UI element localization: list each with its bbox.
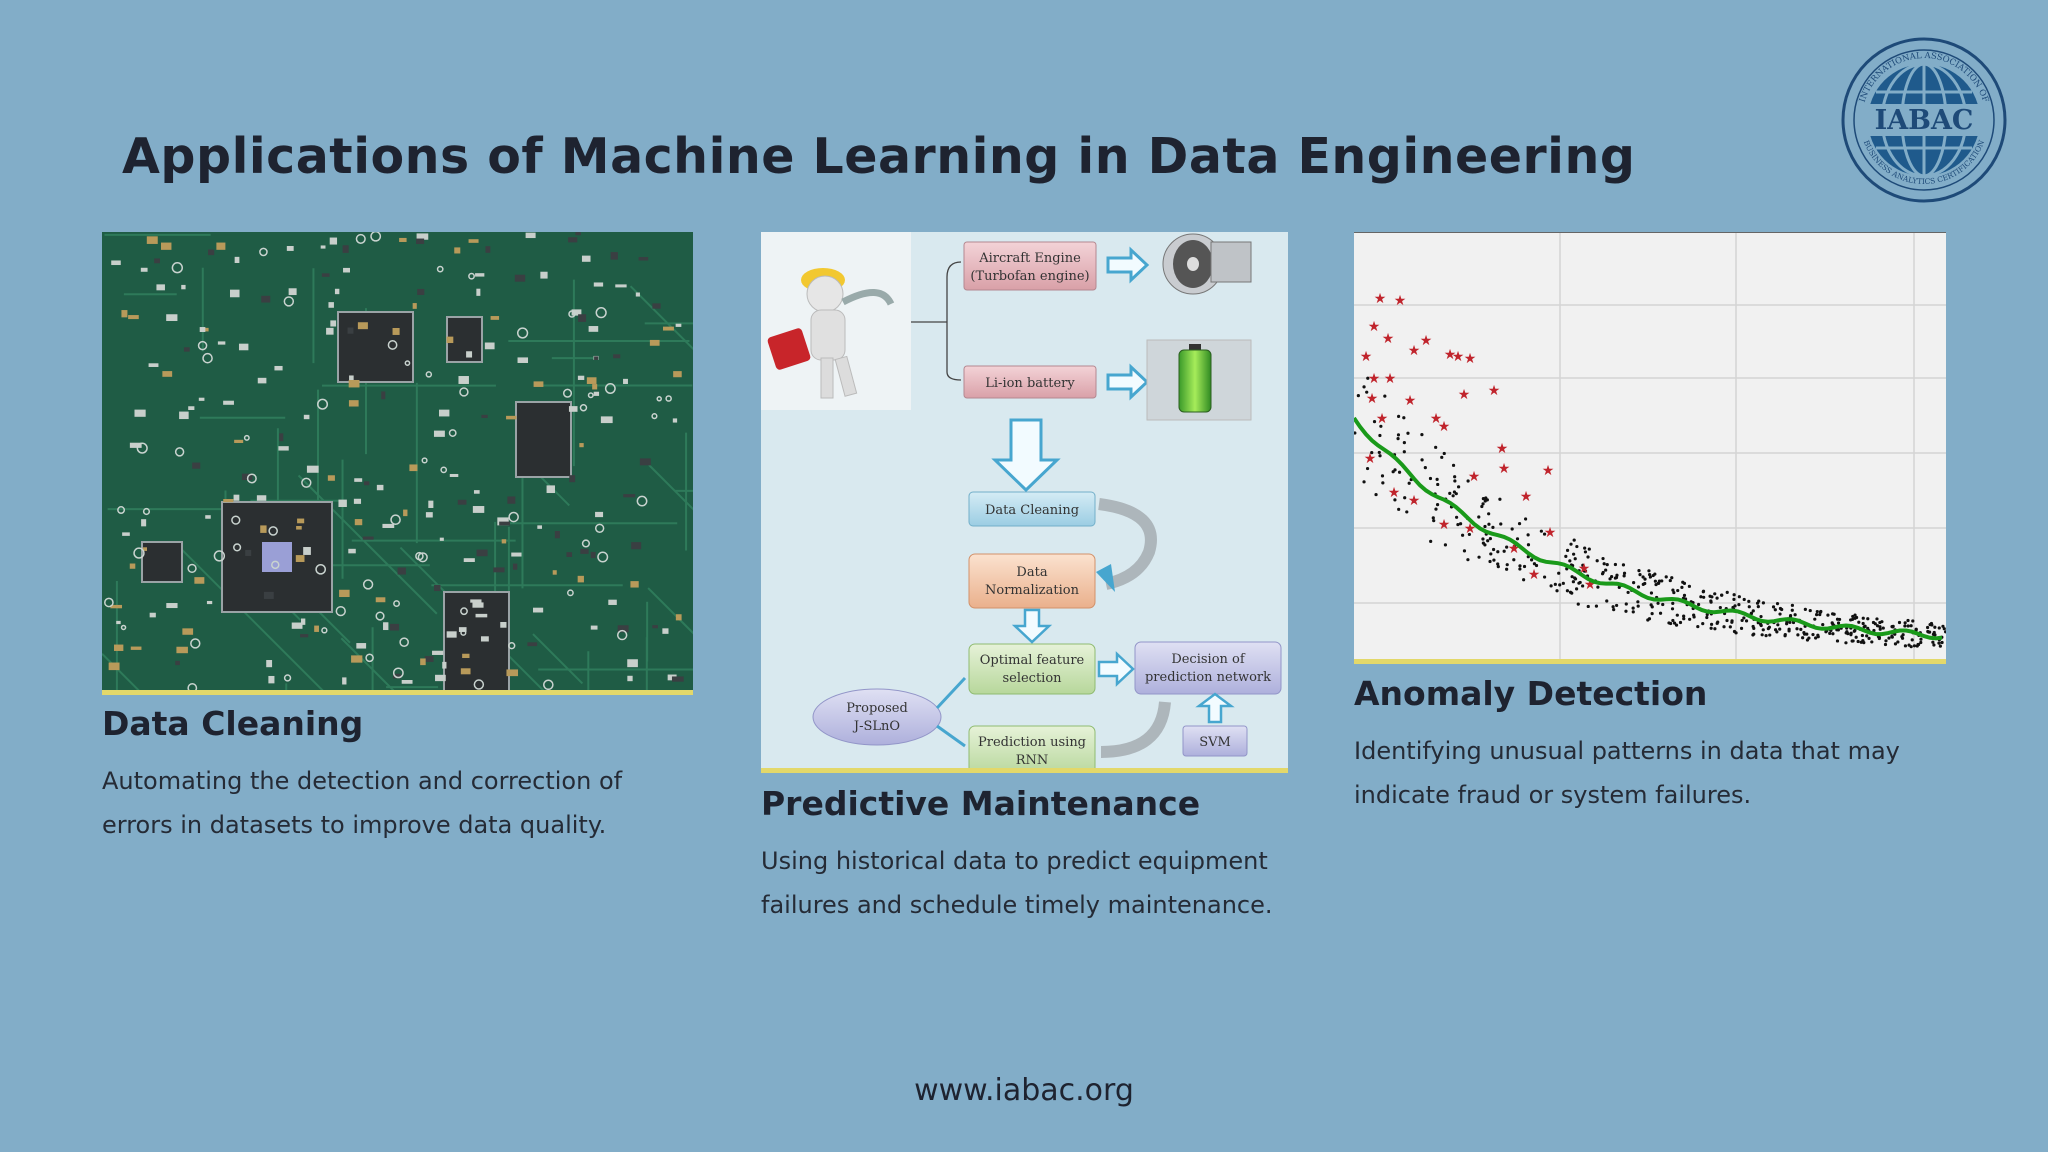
worker-figure (761, 232, 911, 410)
diagram-normalization-2: Normalization (985, 583, 1080, 598)
turbofan-engine-icon (1162, 233, 1252, 295)
card-description: Using historical data to predict equipme… (761, 847, 1273, 919)
svg-text:★: ★ (1384, 371, 1397, 387)
svg-text:★: ★ (1488, 383, 1501, 399)
svg-text:★: ★ (1496, 441, 1509, 457)
svg-text:★: ★ (1388, 485, 1401, 501)
logo-text: IABAC (1875, 105, 1974, 136)
anomaly-detection-card: Anomaly Detection Identifying unusual pa… (1354, 674, 1946, 817)
svg-text:★: ★ (1520, 489, 1533, 505)
iabac-logo: INTERNATIONAL ASSOCIATION OF BUSINESS AN… (1841, 37, 2007, 203)
card-description: Automating the detection and correction … (102, 767, 623, 839)
svg-text:★: ★ (1444, 347, 1457, 363)
maintenance-diagram-image: Aircraft Engine (Turbofan engine) Li-ion… (761, 232, 1288, 773)
svg-text:★: ★ (1394, 293, 1407, 309)
svg-text:★: ★ (1404, 393, 1417, 409)
diagram-feature-1: Optimal feature (980, 653, 1085, 668)
diagram-cleaning: Data Cleaning (985, 503, 1079, 518)
svg-text:★: ★ (1542, 463, 1555, 479)
diagram-battery: Li-ion battery (985, 376, 1075, 391)
svg-text:★: ★ (1368, 319, 1381, 335)
svg-text:★: ★ (1458, 387, 1471, 403)
svg-text:★: ★ (1360, 349, 1373, 365)
footer-url: www.iabac.org (914, 1073, 1134, 1108)
svg-text:★: ★ (1438, 419, 1451, 435)
svg-text:★: ★ (1468, 469, 1481, 485)
circuit-board-image (102, 232, 693, 695)
svg-text:★: ★ (1438, 517, 1451, 533)
svg-text:★: ★ (1364, 451, 1377, 467)
diagram-rnn-1: Prediction using (978, 735, 1086, 750)
diagram-proposed-2: J-SLnO (852, 719, 900, 734)
diagram-feature-2: selection (1002, 671, 1062, 686)
anomaly-scatter-image: ★★★★★★★★★★★★★★★★★★★★★★★★★★★★★★★★★★ (1354, 232, 1946, 664)
diagram-turbofan: (Turbofan engine) (970, 269, 1089, 284)
diagram-decision-2: prediction network (1145, 670, 1271, 685)
card-description: Identifying unusual patterns in data tha… (1354, 737, 1900, 809)
svg-text:★: ★ (1544, 525, 1557, 541)
svg-text:★: ★ (1498, 461, 1511, 477)
svg-text:★: ★ (1366, 391, 1379, 407)
card-heading: Predictive Maintenance (761, 784, 1201, 823)
svg-text:★: ★ (1382, 331, 1395, 347)
svg-text:★: ★ (1368, 371, 1381, 387)
predictive-maintenance-card: Predictive Maintenance Using historical … (761, 784, 1288, 927)
diagram-svm: SVM (1199, 735, 1231, 750)
svg-text:★: ★ (1464, 351, 1477, 367)
svg-text:★: ★ (1528, 567, 1541, 583)
card-heading: Data Cleaning (102, 704, 364, 743)
svg-text:★: ★ (1374, 291, 1387, 307)
svg-text:★: ★ (1430, 411, 1443, 427)
diagram-aircraft-engine: Aircraft Engine (978, 251, 1081, 266)
svg-text:★: ★ (1420, 333, 1433, 349)
card-heading: Anomaly Detection (1354, 674, 1708, 713)
svg-text:★: ★ (1408, 343, 1421, 359)
data-cleaning-card: Data Cleaning Automating the detection a… (102, 704, 693, 847)
svg-text:★: ★ (1452, 349, 1465, 365)
diagram-rnn-2: RNN (1016, 753, 1049, 768)
slide-title: Applications of Machine Learning in Data… (122, 128, 1636, 185)
diagram-decision-1: Decision of (1171, 652, 1246, 667)
diagram-proposed-1: Proposed (846, 701, 908, 716)
diagram-normalization-1: Data (1016, 565, 1047, 580)
svg-text:★: ★ (1408, 493, 1421, 509)
svg-text:★: ★ (1376, 411, 1389, 427)
battery-icon (1178, 344, 1212, 413)
